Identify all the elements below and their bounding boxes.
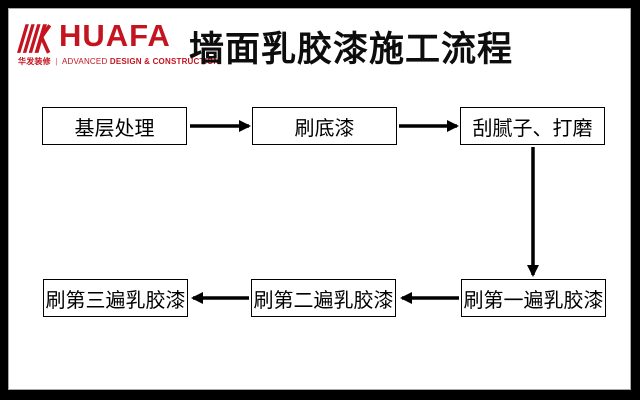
flow-node-primer: 刷底漆 [252, 107, 397, 145]
flow-node-putty-sanding: 刮腻子、打磨 [460, 107, 605, 145]
flow-node-label: 刷底漆 [294, 117, 355, 140]
flow-node-third-coat: 刷第三遍乳胶漆 [43, 279, 188, 317]
huafa-logo: HUAFA 华发装修 | ADVANCED DESIGN & CONSTRUCT… [17, 18, 219, 71]
flow-node-label: 刷第一遍乳胶漆 [463, 289, 604, 312]
flow-node-label: 刮腻子、打磨 [472, 117, 593, 140]
flow-node-label: 刷第二遍乳胶漆 [253, 289, 394, 312]
page-title: 墙面乳胶漆施工流程 [189, 30, 514, 69]
flow-node-second-coat: 刷第二遍乳胶漆 [251, 279, 396, 317]
brand-tagline: 华发装修 | ADVANCED DESIGN & CONSTRUCTION [18, 57, 219, 67]
flow-node-label: 基层处理 [74, 117, 155, 140]
tagline-cn: 华发装修 [18, 57, 51, 66]
huafa-k-logo-icon [17, 24, 51, 54]
tagline-en-bold: DESIGN & CONSTRUCTION [109, 57, 220, 66]
slide: HUAFA 华发装修 | ADVANCED DESIGN & CONSTRUCT… [8, 8, 631, 390]
tagline-separator: | [55, 57, 58, 66]
flow-node-base-treatment: 基层处理 [42, 107, 187, 145]
flow-node-label: 刷第三遍乳胶漆 [45, 289, 186, 312]
flow-node-first-coat: 刷第一遍乳胶漆 [461, 279, 606, 317]
tagline-en: ADVANCED [61, 57, 108, 66]
brand-name: HUAFA [59, 18, 171, 53]
